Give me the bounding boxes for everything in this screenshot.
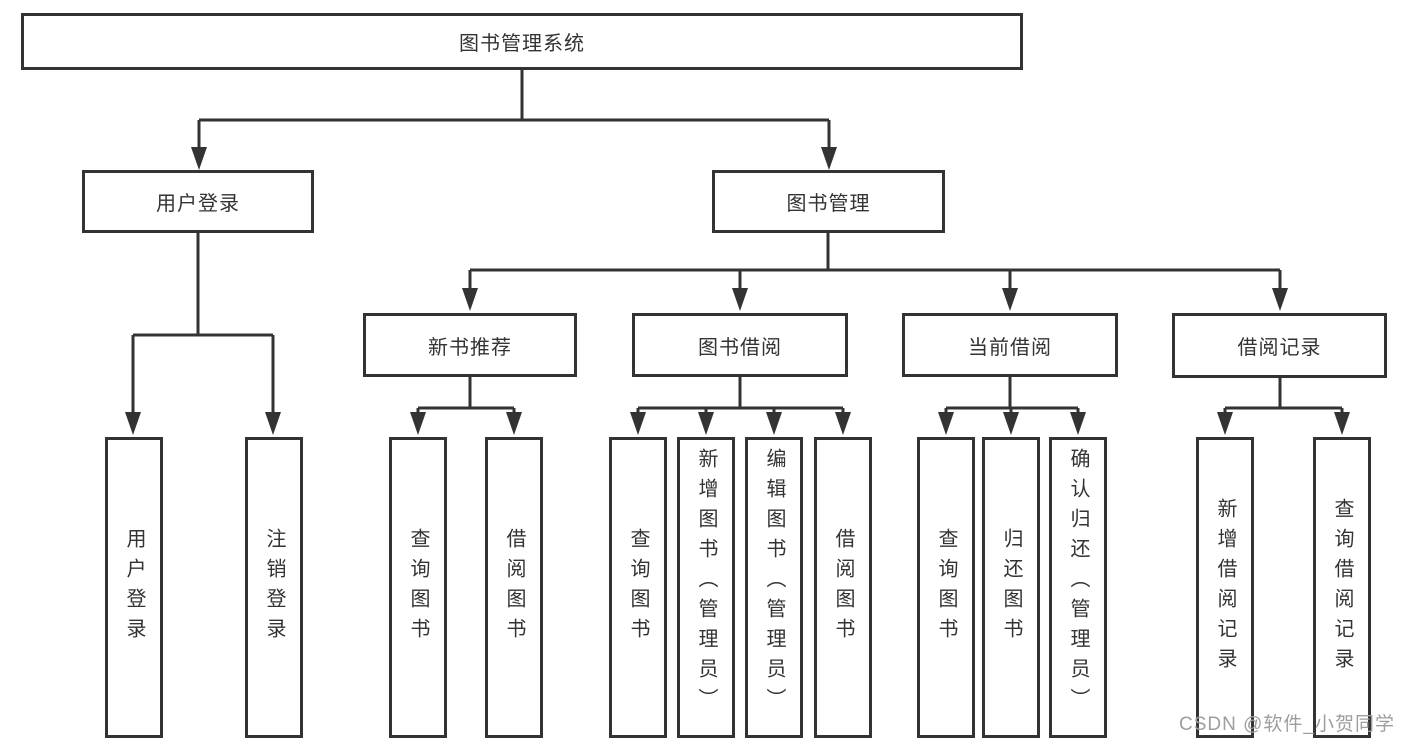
leaf-add-books-admin: 新增图书（管理员）: [677, 437, 735, 738]
leaf-recommend-query-books: 查询图书: [389, 437, 447, 738]
leaf-query-borrow-record: 查询借阅记录: [1313, 437, 1371, 738]
leaf-user-login-label: 用户登录: [123, 527, 145, 648]
node-new-book-recommend: 新书推荐: [363, 313, 577, 377]
node-user-login: 用户登录: [82, 170, 314, 233]
leaf-add-borrow-record: 新增借阅记录: [1196, 437, 1254, 738]
leaf-return-books-label: 归还图书: [1000, 527, 1022, 648]
leaf-borrow-query-books-label: 查询图书: [627, 527, 649, 648]
node-user-login-label: 用户登录: [156, 193, 240, 215]
node-root-label: 图书管理系统: [459, 33, 585, 55]
leaf-recommend-borrow-books-label: 借阅图书: [503, 527, 525, 648]
node-current-borrow: 当前借阅: [902, 313, 1118, 377]
node-book-borrow: 图书借阅: [632, 313, 848, 377]
leaf-add-borrow-record-label: 新增借阅记录: [1214, 497, 1236, 678]
leaf-edit-books-admin: 编辑图书（管理员）: [745, 437, 803, 738]
leaf-confirm-return-admin: 确认归还（管理员）: [1049, 437, 1107, 738]
leaf-query-borrow-record-label: 查询借阅记录: [1331, 497, 1353, 678]
node-book-borrow-label: 图书借阅: [698, 336, 782, 359]
node-root: 图书管理系统: [21, 13, 1023, 70]
node-book-management: 图书管理: [712, 170, 945, 233]
node-borrow-records: 借阅记录: [1172, 313, 1387, 378]
leaf-borrow-books-label: 借阅图书: [832, 527, 854, 648]
node-borrow-records-label: 借阅记录: [1237, 337, 1322, 359]
leaf-logout-label: 注销登录: [263, 527, 285, 648]
leaf-recommend-borrow-books: 借阅图书: [485, 437, 543, 738]
node-current-borrow-label: 当前借阅: [968, 336, 1052, 359]
leaf-borrow-books: 借阅图书: [814, 437, 872, 738]
leaf-add-books-admin-label: 新增图书（管理员）: [695, 448, 717, 718]
node-new-book-recommend-label: 新书推荐: [428, 336, 512, 359]
leaf-user-login: 用户登录: [105, 437, 163, 738]
leaf-current-query-books-label: 查询图书: [935, 527, 957, 648]
leaf-recommend-query-books-label: 查询图书: [407, 527, 429, 648]
leaf-confirm-return-admin-label: 确认归还（管理员）: [1067, 448, 1089, 718]
leaf-return-books: 归还图书: [982, 437, 1040, 738]
node-book-management-label: 图书管理: [786, 193, 871, 215]
leaf-borrow-query-books: 查询图书: [609, 437, 667, 738]
connector-paths: [131, 70, 1344, 415]
leaf-logout: 注销登录: [245, 437, 303, 738]
leaf-current-query-books: 查询图书: [917, 437, 975, 738]
leaf-edit-books-admin-label: 编辑图书（管理员）: [763, 448, 785, 718]
arrowheads: [125, 147, 1350, 435]
